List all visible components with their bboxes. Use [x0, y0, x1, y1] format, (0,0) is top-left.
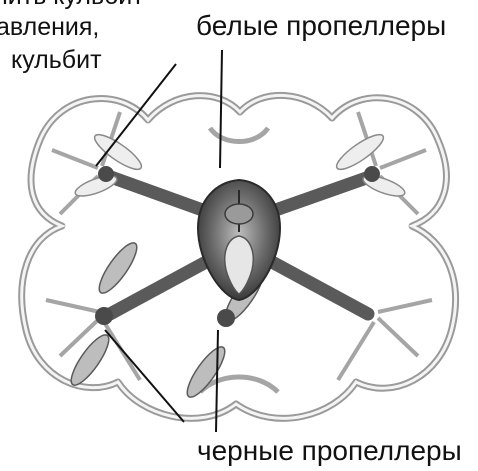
drone-body	[198, 180, 280, 300]
